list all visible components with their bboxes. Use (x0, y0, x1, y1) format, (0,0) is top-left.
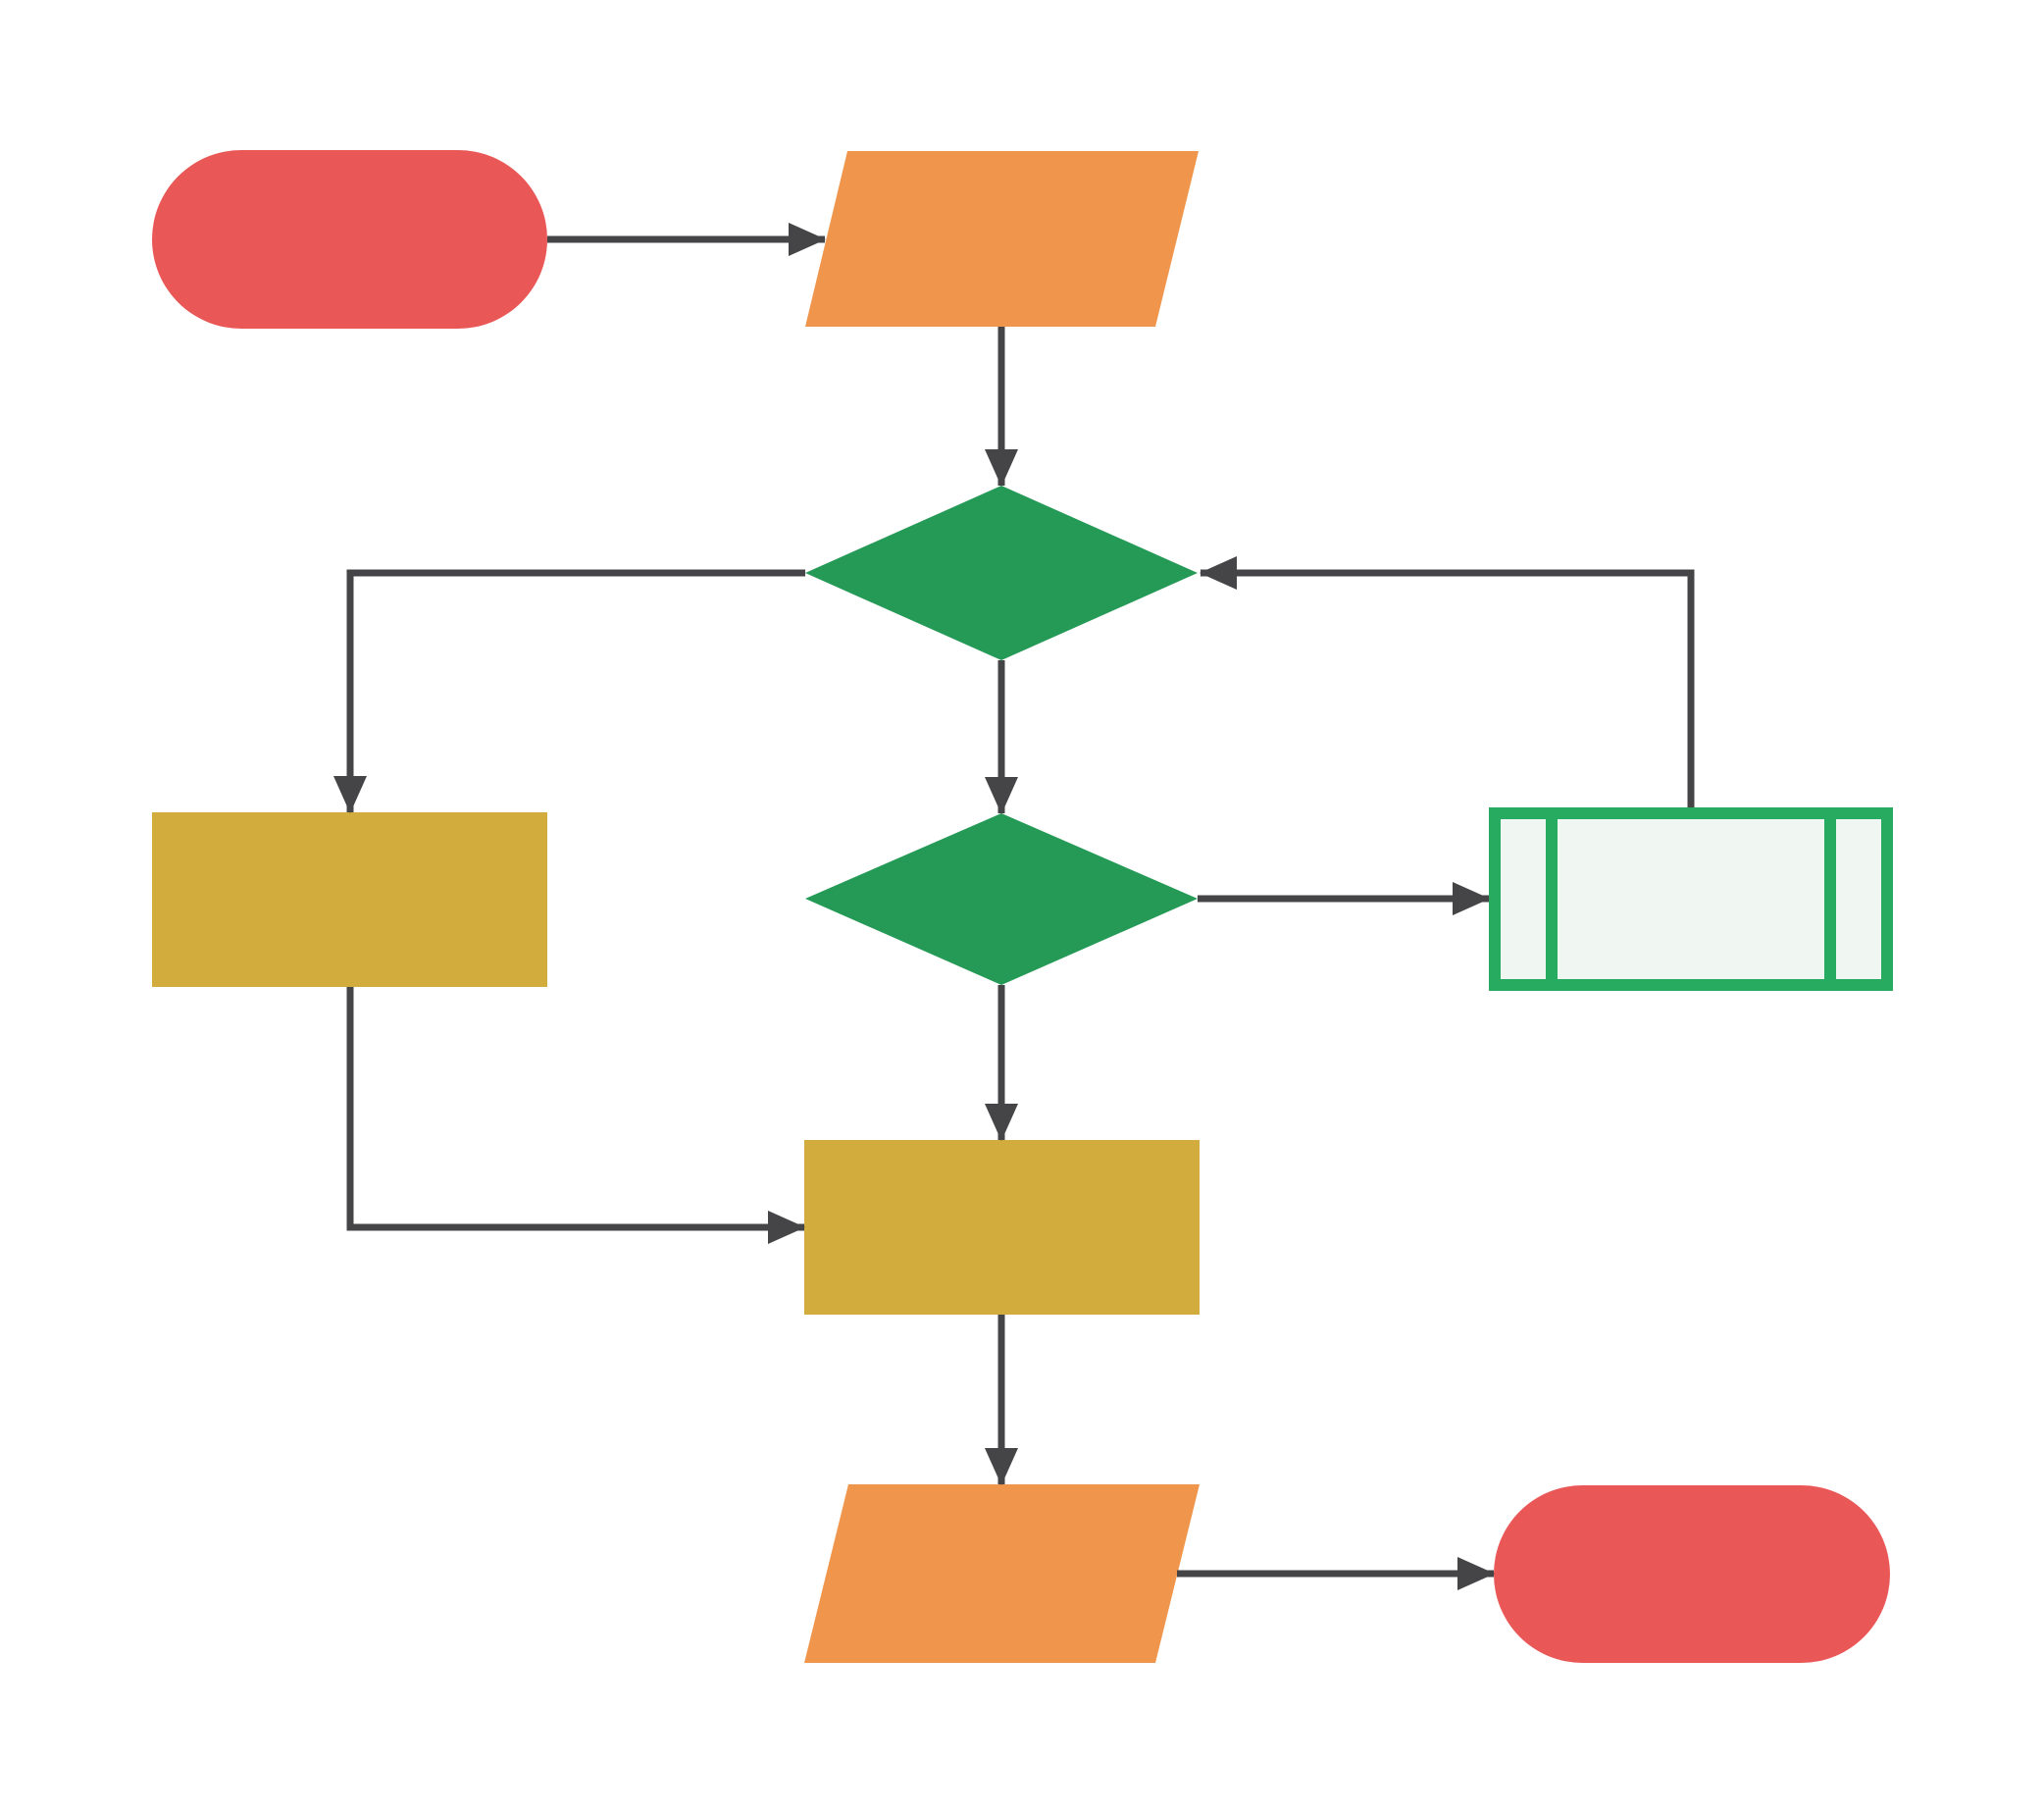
end-terminator (1494, 1485, 1890, 1663)
decision-diamond-1 (805, 486, 1198, 660)
decision-diamond-2 (805, 813, 1198, 985)
io-parallelogram-bottom (804, 1484, 1200, 1663)
edge-predefined-loop-to-decision-1 (1200, 556, 1695, 807)
start-terminator (152, 150, 547, 329)
io-parallelogram-top (805, 151, 1199, 327)
edge-process-left-to-process-center (346, 987, 805, 1244)
process-rect-left (152, 812, 547, 987)
predefined-process-box (1489, 807, 1893, 991)
edge-decision-1-to-process-left (333, 569, 805, 813)
process-rect-center (804, 1140, 1200, 1315)
